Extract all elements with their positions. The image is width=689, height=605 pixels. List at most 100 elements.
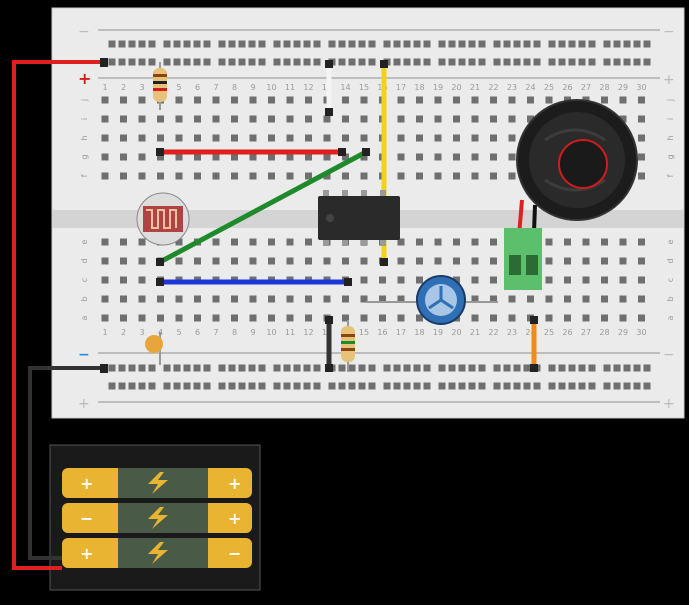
- breadboard-hole: [212, 295, 220, 303]
- breadboard-hole: [453, 96, 460, 104]
- breadboard-hole: [623, 364, 631, 372]
- breadboard-hole: [471, 238, 479, 246]
- breadboard-hole: [582, 238, 590, 246]
- breadboard-hole: [194, 295, 201, 303]
- battery-pack-icon: + + − + + −: [49, 444, 261, 591]
- breadboard-hole: [490, 172, 497, 180]
- breadboard-hole: [490, 238, 497, 246]
- breadboard-hole: [397, 172, 405, 180]
- breadboard-hole: [313, 58, 321, 66]
- breadboard-hole: [128, 58, 136, 66]
- column-number: 9: [250, 328, 255, 337]
- breadboard-hole: [358, 58, 366, 66]
- breadboard-hole: [468, 40, 476, 48]
- breadboard-hole: [434, 115, 442, 123]
- breadboard-hole: [148, 382, 156, 390]
- breadboard-hole: [471, 314, 479, 322]
- breadboard-hole: [453, 115, 460, 123]
- breadboard-hole: [588, 58, 596, 66]
- battery-plus-2: +: [228, 509, 241, 528]
- breadboard-hole: [527, 96, 534, 104]
- row-letter: f: [666, 174, 675, 177]
- column-number: 20: [451, 83, 461, 92]
- breadboard-hole: [613, 382, 621, 390]
- breadboard-hole: [218, 382, 226, 390]
- breadboard-hole: [173, 364, 181, 372]
- breadboard-hole: [643, 382, 651, 390]
- breadboard-hole: [268, 257, 275, 265]
- column-number: 24: [525, 328, 535, 337]
- breadboard-hole: [490, 96, 497, 104]
- breadboard-hole: [249, 134, 257, 142]
- breadboard-hole: [503, 364, 511, 372]
- column-number: 11: [285, 83, 295, 92]
- breadboard-hole: [601, 257, 608, 265]
- breadboard-hole: [286, 238, 294, 246]
- breadboard-hole: [194, 153, 201, 161]
- breadboard-hole: [397, 295, 405, 303]
- jumper-wire-blue: [156, 278, 352, 286]
- breadboard-hole: [101, 134, 109, 142]
- column-number: 29: [618, 328, 628, 337]
- breadboard-hole: [416, 238, 423, 246]
- breadboard-hole: [471, 134, 479, 142]
- row-letter: j: [80, 99, 89, 102]
- breadboard-hole: [633, 58, 641, 66]
- breadboard-hole: [194, 96, 201, 104]
- breadboard-hole: [568, 40, 576, 48]
- breadboard-hole: [503, 382, 511, 390]
- breadboard-hole: [305, 96, 312, 104]
- breadboard-hole: [231, 153, 238, 161]
- breadboard-hole: [268, 153, 275, 161]
- column-number: 22: [488, 83, 498, 92]
- breadboard-hole: [342, 134, 349, 142]
- breadboard-hole: [175, 115, 183, 123]
- breadboard-hole: [448, 40, 456, 48]
- breadboard-hole: [175, 96, 183, 104]
- breadboard-hole: [601, 314, 608, 322]
- breadboard-hole: [493, 58, 501, 66]
- terminal-block-icon: [504, 228, 542, 290]
- breadboard-hole: [423, 58, 431, 66]
- breadboard-hole: [348, 40, 356, 48]
- breadboard-hole: [268, 115, 275, 123]
- breadboard-hole: [194, 115, 201, 123]
- breadboard-hole: [323, 115, 331, 123]
- breadboard-hole: [523, 58, 531, 66]
- breadboard-hole: [101, 172, 109, 180]
- breadboard-hole: [513, 364, 521, 372]
- breadboard-hole: [403, 382, 411, 390]
- breadboard-hole: [397, 115, 405, 123]
- breadboard-hole: [249, 238, 257, 246]
- breadboard-hole: [283, 382, 291, 390]
- breadboard-hole: [545, 238, 553, 246]
- breadboard-hole: [453, 153, 460, 161]
- breadboard-hole: [508, 314, 516, 322]
- breadboard-hole: [108, 40, 116, 48]
- breadboard-hole: [138, 382, 146, 390]
- breadboard-hole: [533, 58, 541, 66]
- breadboard-hole: [379, 314, 386, 322]
- breadboard-hole: [643, 58, 651, 66]
- breadboard-hole: [248, 40, 256, 48]
- breadboard-hole: [582, 314, 590, 322]
- breadboard-hole: [249, 172, 257, 180]
- breadboard-hole: [416, 153, 423, 161]
- column-number: 17: [396, 328, 406, 337]
- row-letter: f: [80, 174, 89, 177]
- breadboard-hole: [138, 153, 146, 161]
- breadboard-hole: [303, 58, 311, 66]
- breadboard-hole: [138, 238, 146, 246]
- breadboard-hole: [305, 257, 312, 265]
- row-letter: e: [80, 239, 89, 244]
- breadboard-hole: [268, 172, 275, 180]
- breadboard-hole: [286, 115, 294, 123]
- breadboard-hole: [619, 115, 627, 123]
- column-number: 16: [377, 328, 387, 337]
- column-number: 19: [433, 83, 443, 92]
- column-number: 1: [102, 83, 107, 92]
- breadboard-hole: [358, 382, 366, 390]
- breadboard-hole: [138, 257, 146, 265]
- breadboard-hole: [118, 364, 126, 372]
